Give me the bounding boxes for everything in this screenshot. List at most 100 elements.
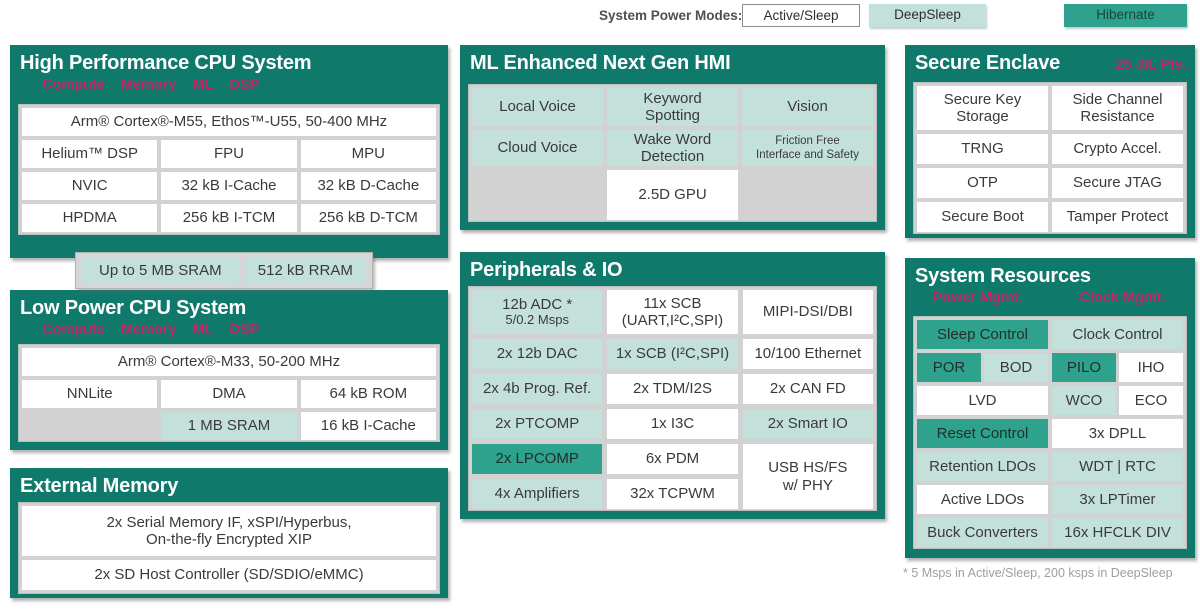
cell-line: 5/0.2 Msps	[505, 312, 569, 328]
crypto-accel-cell: Crypto Accel.	[1052, 134, 1183, 164]
block-title-high-performance-cpu: High Performance CPU System	[20, 52, 312, 74]
pilo-chip: PILO	[1052, 353, 1116, 382]
dma-cell: DMA	[161, 380, 297, 408]
2x-smart-io-cell: 2x Smart IO	[742, 409, 873, 439]
cell-line: (UART,I²C,SPI)	[621, 312, 724, 329]
cell-line: Keyword	[643, 89, 702, 107]
legend-label: System Power Modes:	[599, 8, 743, 23]
block-title-system-resources: System Resources	[915, 265, 1091, 287]
2x-lpcomp-cell: 2x LPCOMP	[472, 444, 603, 474]
vision-cell: Vision	[742, 88, 873, 126]
tag-ml: ML	[192, 77, 214, 93]
mipi-dsi-dbi-cell: MIPI-DSI/DBI	[742, 290, 873, 334]
feature-tags: Compute Memory ML DSP	[10, 320, 448, 338]
4x-amplifiers-cell: 4x Amplifiers	[472, 479, 603, 509]
wco-chip: WCO	[1052, 386, 1116, 415]
active-ldos-cell: Active LDOs	[917, 485, 1048, 514]
cell-line: Resistance	[1080, 108, 1155, 125]
reset-control-cell: Reset Control	[917, 419, 1048, 448]
legend-active-sleep: Active/Sleep	[742, 4, 860, 27]
cell-line: USB HS/FS	[768, 459, 848, 477]
cell-line: w/ PHY	[782, 476, 833, 494]
helium-dsp-cell: Helium™ DSP	[22, 140, 158, 168]
tag-ml: ML	[192, 322, 214, 338]
block-title-secure-enclave: Secure Enclave	[915, 52, 1061, 74]
tag-memory: Memory	[120, 322, 177, 338]
2-5d-gpu-cell: 2.5D GPU	[607, 170, 738, 220]
32x-tcpwm-cell: 32x TCPWM	[607, 479, 738, 509]
nnlite-cell: NNLite	[22, 380, 158, 408]
jil-points-badge: 25 JIL Pts.	[1115, 57, 1187, 73]
tag-dsp: DSP	[229, 322, 260, 338]
fpu-cell: FPU	[161, 140, 297, 168]
tag-dsp: DSP	[229, 77, 260, 93]
empty-cell	[742, 170, 873, 220]
10-100-ethernet-cell: 10/100 Ethernet	[742, 339, 873, 369]
block-title-external-memory: External Memory	[20, 475, 179, 497]
cell-line: Detection	[640, 148, 705, 165]
nvic-cell: NVIC	[22, 172, 158, 200]
32-kb-d-cache-cell: 32 kB D-Cache	[300, 172, 436, 200]
secure-jtag-cell: Secure JTAG	[1052, 168, 1183, 198]
2x-can-fd-cell: 2x CAN FD	[742, 374, 873, 404]
tag-clock-mgmt: Clock Mgmt.	[1079, 290, 1166, 306]
16-kb-i-cache-cell: 16 kB I-Cache	[300, 412, 436, 440]
256-kb-i-tcm-cell: 256 kB I-TCM	[161, 204, 297, 232]
64-kb-rom-cell: 64 kB ROM	[300, 380, 436, 408]
tag-compute: Compute	[42, 322, 105, 338]
32-kb-i-cache-cell: 32 kB I-Cache	[161, 172, 297, 200]
lvd-cell: LVD	[917, 386, 1048, 415]
512-kb-rram-cell: 512 kB RRAM	[244, 257, 366, 284]
legend-hibernate: Hibernate	[1064, 4, 1187, 27]
2x-12b-dac-cell: 2x 12b DAC	[472, 339, 603, 369]
up-to-5-mb-sram-cell: Up to 5 MB SRAM	[82, 257, 239, 284]
11x-scb-cell: 11x SCB(UART,I²C,SPI)	[607, 290, 738, 334]
otp-cell: OTP	[917, 168, 1048, 198]
cell-line: 2x Serial Memory IF, xSPI/Hyperbus,	[106, 513, 352, 531]
2x-4b-prog-ref-cell: 2x 4b Prog. Ref.	[472, 374, 603, 404]
mgmt-tags: Power Mgmt. Clock Mgmt.	[905, 288, 1195, 306]
cell-line: Wake Word	[633, 130, 712, 148]
secure-boot-cell: Secure Boot	[917, 202, 1048, 232]
tag-power-mgmt: Power Mgmt.	[932, 290, 1023, 306]
retention-ldos-cell: Retention LDOs	[917, 452, 1048, 481]
cell-line: On-the-fly Encrypted XIP	[146, 531, 312, 548]
empty-cell	[472, 170, 603, 220]
1-mb-sram-cell: 1 MB SRAM	[161, 412, 297, 440]
2x-tdm-i2s-cell: 2x TDM/I2S	[607, 374, 738, 404]
2x-serial-memory-if-xspi-hyperbus-cell: 2x Serial Memory IF, xSPI/Hyperbus,On-th…	[22, 506, 436, 556]
arm-cortex-m55-ethos-u55-50-400-mhz-cell: Arm® Cortex®-M55, Ethos™-U55, 50-400 MHz	[22, 108, 436, 136]
16x-hfclk-div-cell: 16x HFCLK DIV	[1052, 518, 1183, 547]
external-memory-block: External Memory 2x Serial Memory IF, xSP…	[10, 468, 448, 598]
system-resources-block: System Resources Power Mgmt.Clock Mgmt. …	[905, 258, 1195, 558]
arm-cortex-m33-50-200-mhz-cell: Arm® Cortex®-M33, 50-200 MHz	[22, 348, 436, 376]
block-body: 2x Serial Memory IF, xSPI/Hyperbus,On-th…	[18, 502, 440, 594]
cell-line: Interface and Safety	[756, 149, 859, 161]
3x-dpll-cell: 3x DPLL	[1052, 419, 1183, 448]
cell-line: Secure Key	[943, 90, 1022, 108]
bod-chip: BOD	[984, 353, 1048, 382]
12b-adc-cell: 12b ADC *5/0.2 Msps	[472, 290, 603, 334]
tag-compute: Compute	[42, 77, 105, 93]
sleep-control-cell: Sleep Control	[917, 320, 1048, 349]
cell-line: 11x SCB	[643, 294, 702, 312]
mpu-cell: MPU	[300, 140, 436, 168]
eco-chip: ECO	[1119, 386, 1183, 415]
cloud-voice-cell: Cloud Voice	[472, 130, 603, 166]
wdt-rtc-cell: WDT | RTC	[1052, 452, 1183, 481]
block-title-ml-hmi: ML Enhanced Next Gen HMI	[470, 52, 731, 74]
